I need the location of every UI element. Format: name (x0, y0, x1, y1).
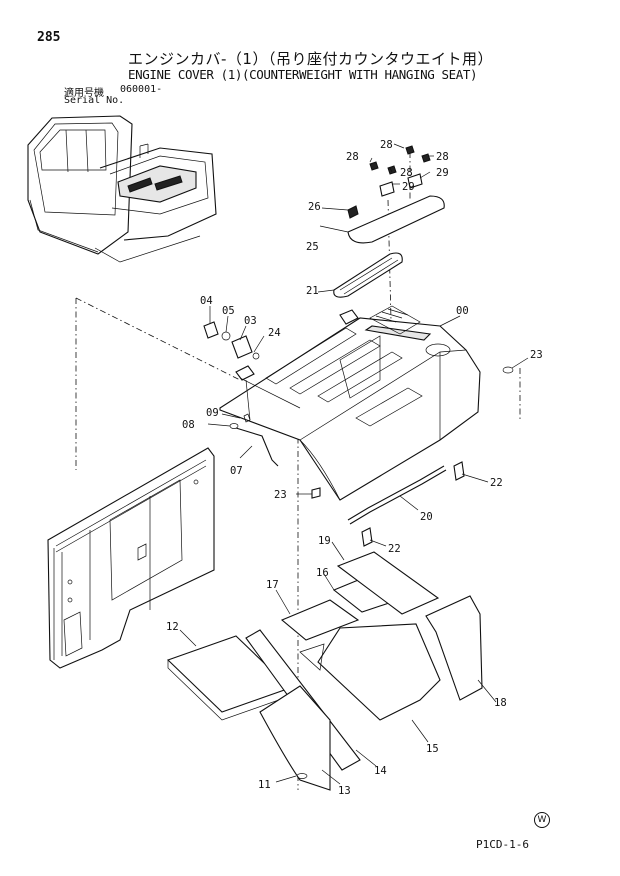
callout-24: 24 (268, 327, 281, 339)
serial-label-jp: 適用号機 (64, 88, 104, 99)
callout-28d: 28 (400, 167, 413, 179)
callout-29b: 29 (436, 167, 449, 179)
callout-11: 11 (258, 779, 271, 791)
callout-15: 15 (426, 743, 439, 755)
callout-17: 17 (266, 579, 279, 591)
callout-07: 07 (230, 465, 243, 477)
serial-label-en: Serial No. (64, 95, 125, 106)
part-callouts: 00 03 04 05 07 08 09 11 12 13 14 15 16 1… (166, 139, 543, 797)
callout-19: 19 (318, 535, 331, 547)
callout-26: 26 (308, 201, 321, 213)
floor-plates (166, 551, 483, 791)
hinge-assembly (203, 321, 260, 421)
callout-00: 00 (456, 305, 469, 317)
serial-value: 060001- (120, 84, 163, 95)
leader-lines (179, 143, 529, 785)
callout-20: 20 (420, 511, 433, 523)
callout-25: 25 (306, 241, 319, 253)
title-japanese: エンジンカバ-（1）（吊り座付カウンタウエイト用） (128, 50, 493, 68)
callout-28c: 28 (346, 151, 359, 163)
callout-28b: 28 (436, 151, 449, 163)
excavator-thumbnail (27, 115, 217, 263)
callout-18: 18 (494, 697, 507, 709)
callout-16: 16 (316, 567, 329, 579)
callout-08: 08 (182, 419, 195, 431)
marker-w: W (534, 812, 550, 828)
page-number: 285 (37, 30, 61, 45)
callout-29a: 29 (402, 181, 415, 193)
callout-23b: 23 (274, 489, 287, 501)
drawing-code: P1CD-1-6 (476, 838, 529, 851)
callout-12: 12 (166, 621, 179, 633)
seal-strip (347, 465, 447, 525)
title-english: ENGINE COVER (1)(COUNTERWEIGHT WITH HANG… (128, 67, 478, 82)
callout-23a: 23 (530, 349, 543, 361)
engine-cover-main (219, 305, 481, 501)
callout-04: 04 (200, 295, 213, 307)
callout-05: 05 (222, 305, 235, 317)
callout-03: 03 (244, 315, 257, 327)
callout-09: 09 (206, 407, 219, 419)
callout-14: 14 (374, 765, 387, 777)
side-frame-panel (47, 447, 215, 669)
callout-13: 13 (338, 785, 351, 797)
side-fasteners (311, 366, 514, 547)
callout-28a: 28 (380, 139, 393, 151)
access-lid (333, 145, 445, 298)
callout-22b: 22 (388, 543, 401, 555)
callout-21: 21 (306, 285, 319, 297)
callout-22a: 22 (490, 477, 503, 489)
